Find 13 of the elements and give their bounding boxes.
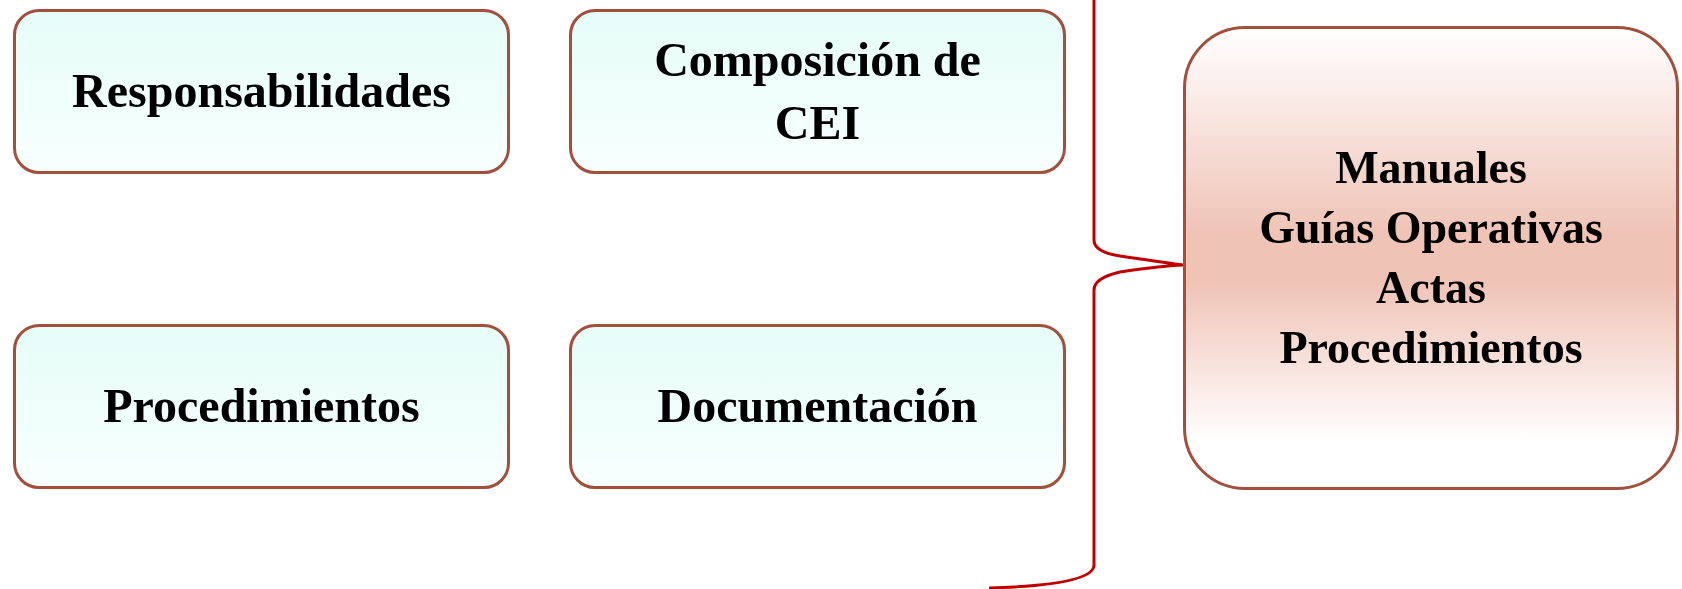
rounded-box — [569, 9, 1066, 174]
rounded-box — [569, 324, 1066, 489]
box-label: Guías Operativas — [1258, 201, 1604, 256]
box-label: Responsabilidades — [71, 63, 452, 120]
rounded-box — [1183, 26, 1679, 490]
box-label: Documentación — [656, 378, 979, 435]
box-label: Procedimientos — [1278, 320, 1584, 375]
box-label: Procedimientos — [102, 378, 421, 435]
box-label: Actas — [1375, 261, 1487, 315]
rounded-box — [13, 9, 510, 174]
box-label: Manuales — [1334, 141, 1528, 196]
box-label: Composición de CEI — [653, 32, 982, 151]
rounded-box — [13, 324, 510, 489]
